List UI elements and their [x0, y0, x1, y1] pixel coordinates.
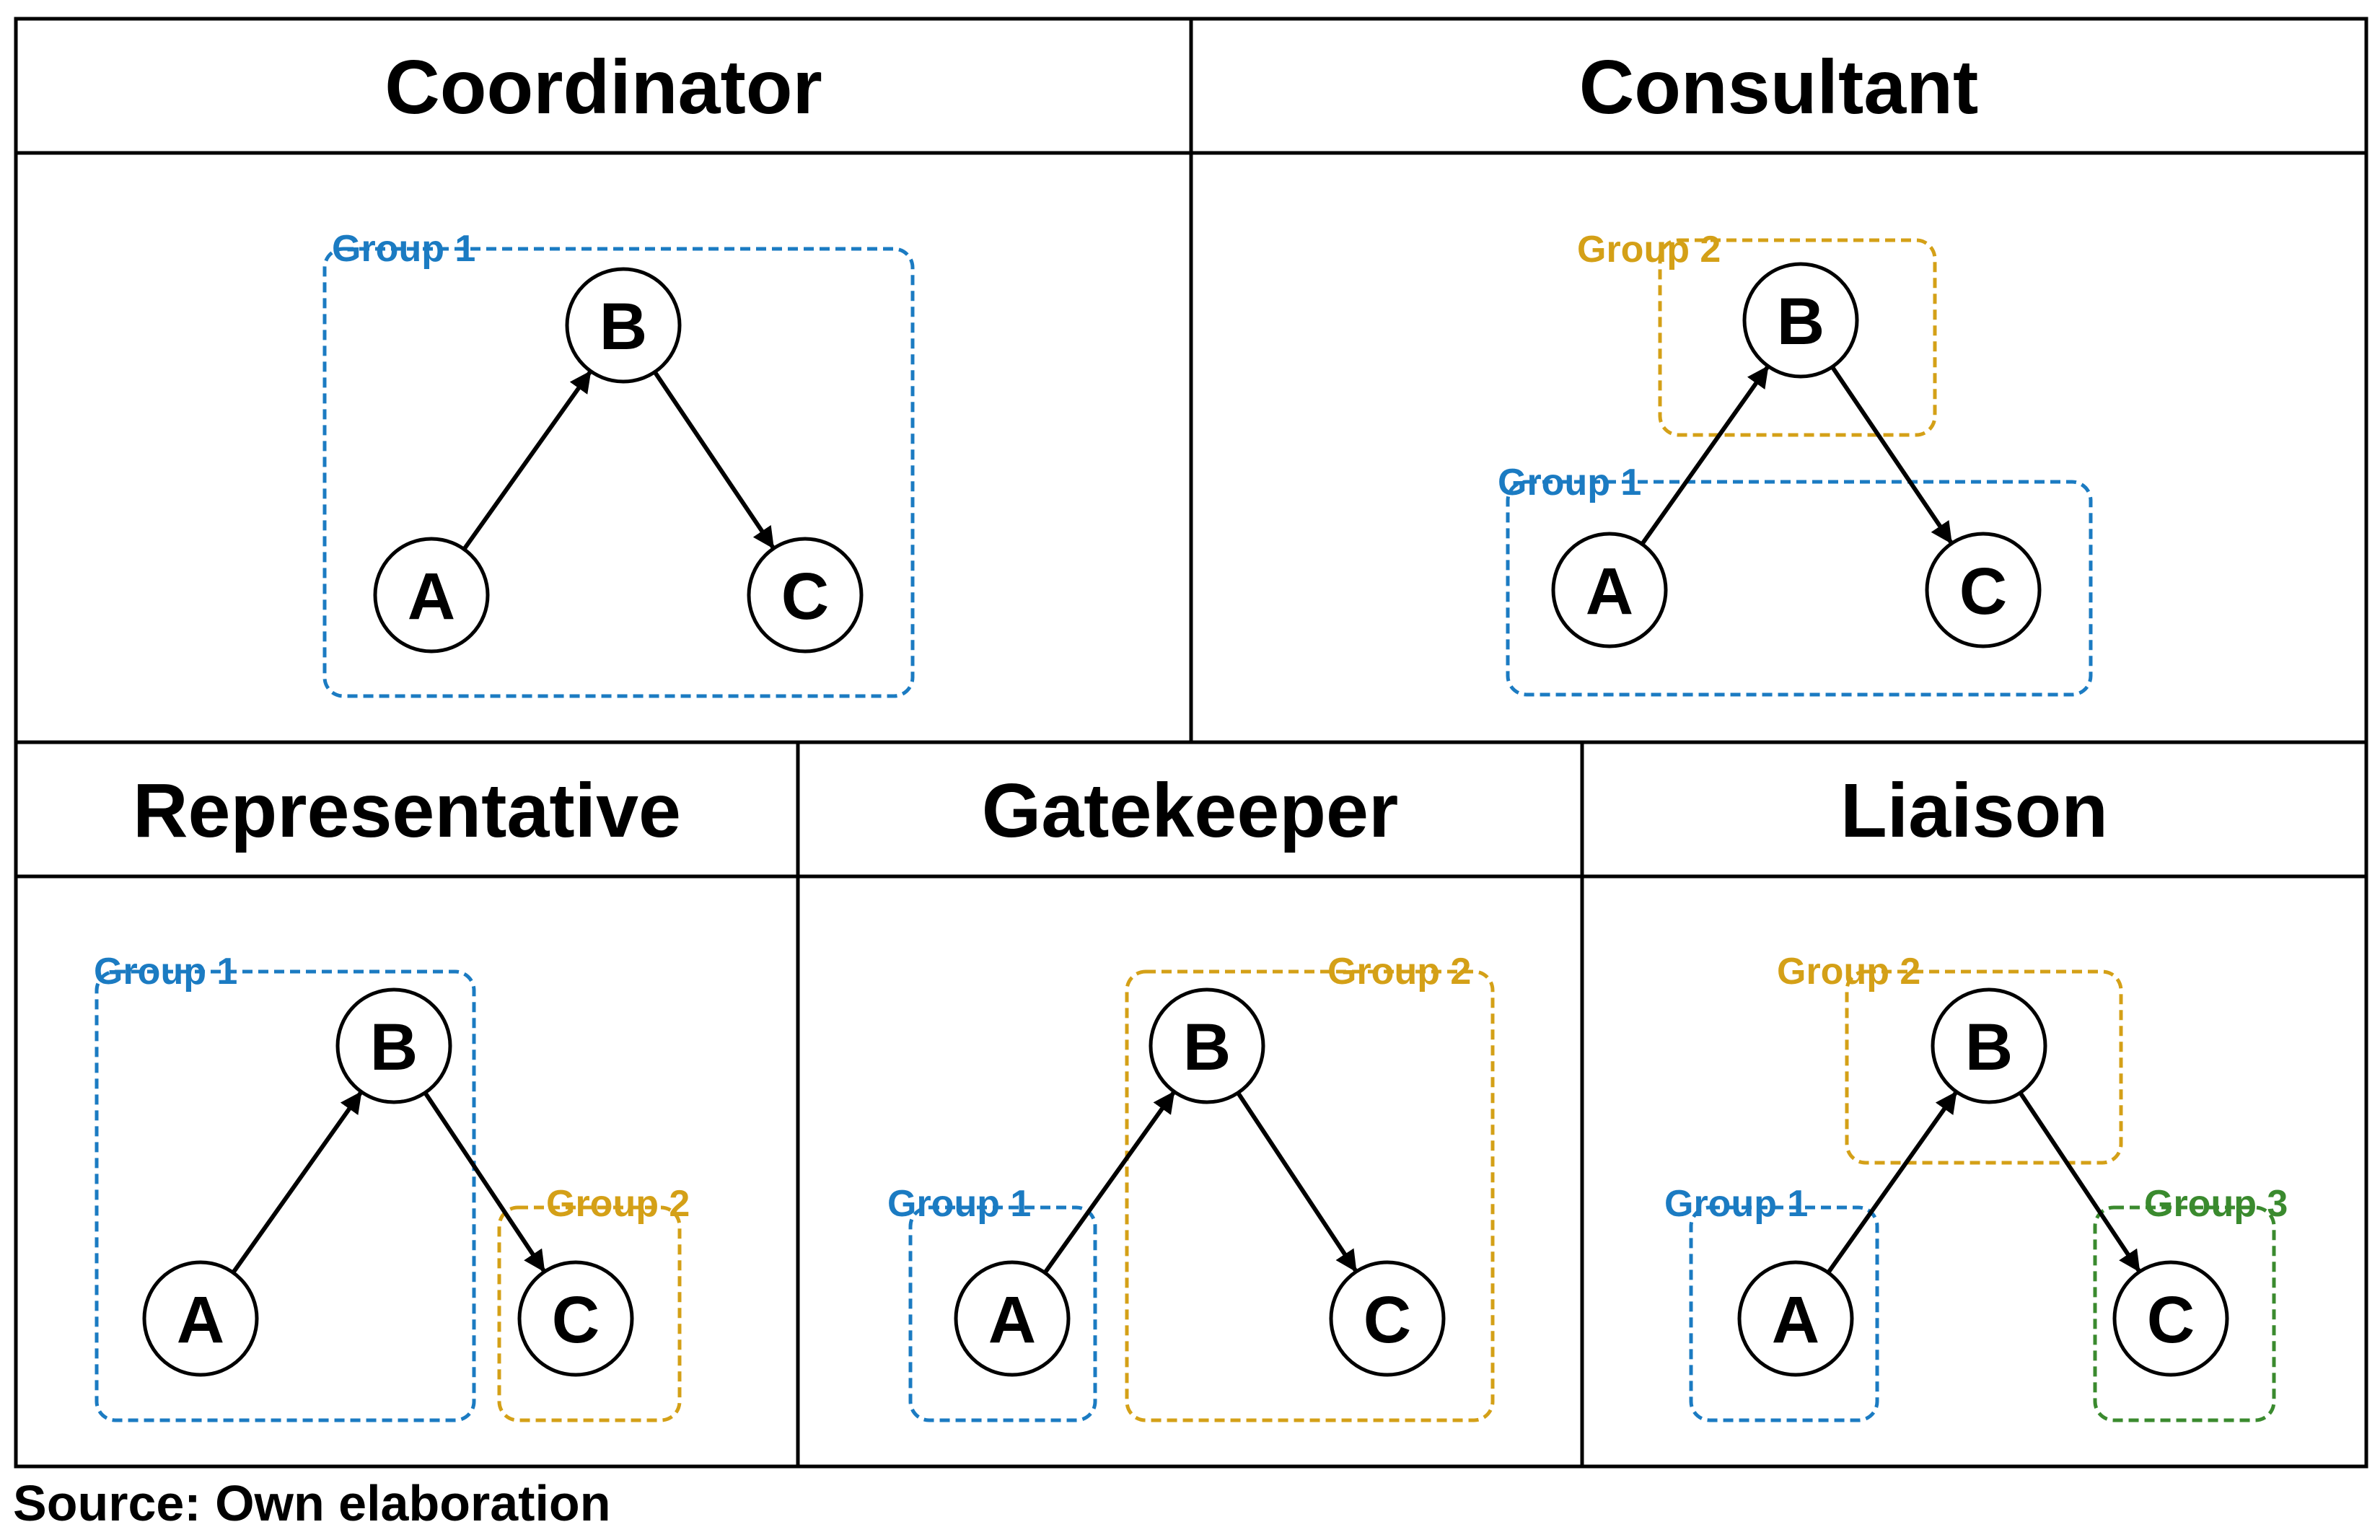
group-label: Group 1 — [332, 228, 475, 270]
panel-title: Liaison — [1840, 768, 2108, 853]
node-b-label: B — [370, 1011, 418, 1084]
node-b — [1742, 262, 1859, 379]
edge-B-C-arrow — [423, 1091, 546, 1272]
edge-A-B-arrow — [1042, 1091, 1175, 1275]
group-box-group3 — [2093, 1205, 2276, 1422]
group-box-group1 — [1506, 480, 2093, 697]
node-c — [747, 537, 864, 654]
node-c-label: C — [781, 560, 829, 633]
node-c-label: C — [552, 1283, 600, 1357]
node-b-label: B — [1183, 1011, 1231, 1084]
group-box-group1 — [95, 969, 476, 1422]
edge-A-B-arrow — [1826, 1091, 1958, 1275]
node-c — [2112, 1260, 2229, 1377]
edge-A-B-arrow — [1640, 365, 1770, 546]
node-b — [1931, 987, 2047, 1104]
edge-A-B-arrow — [462, 370, 592, 551]
group-box-group2 — [1658, 238, 1937, 437]
node-c-label: C — [1959, 555, 2007, 628]
node-b-label: B — [1777, 285, 1824, 358]
group-box-group1 — [908, 1205, 1097, 1422]
group-label: Group 2 — [1577, 229, 1721, 270]
node-c — [517, 1260, 634, 1377]
node-b-label: B — [1965, 1011, 2013, 1084]
node-a — [954, 1260, 1071, 1377]
node-b — [1149, 987, 1265, 1104]
panel-title: Gatekeeper — [982, 768, 1398, 853]
node-a-label: A — [1772, 1283, 1819, 1357]
liaison-frame — [1580, 740, 2368, 1469]
node-a — [373, 537, 490, 654]
node-a-label: A — [177, 1283, 224, 1357]
group-box-group2 — [497, 1205, 682, 1422]
group-label: Group 1 — [1498, 462, 1641, 503]
edge-A-B-arrow — [231, 1091, 363, 1275]
group-label: Group 3 — [2144, 1183, 2288, 1225]
group-label: Group 1 — [1664, 1183, 1808, 1225]
group-label: Group 1 — [94, 951, 237, 993]
edge-B-C-arrow — [1830, 365, 1953, 545]
source-note: Source: Own elaboration — [13, 1475, 610, 1531]
node-c-label: C — [2147, 1283, 2195, 1357]
panel-title: Representative — [133, 768, 681, 853]
node-c — [1329, 1260, 1446, 1377]
panel-title: Coordinator — [385, 45, 822, 130]
group-box-group1 — [322, 247, 915, 698]
edge-B-C-arrow — [653, 371, 775, 550]
group-label: Group 2 — [1327, 951, 1471, 993]
panel-frames — [14, 17, 2368, 1469]
group-label: Group 1 — [887, 1183, 1031, 1225]
node-b — [565, 267, 682, 384]
group-label: Group 2 — [546, 1183, 690, 1225]
node-a-label: A — [408, 560, 455, 633]
node-a-label: A — [988, 1283, 1036, 1357]
node-a — [142, 1260, 259, 1377]
panel-title: Consultant — [1579, 45, 1979, 130]
node-a — [1551, 532, 1668, 648]
group-box-group2 — [1125, 969, 1495, 1422]
node-b-label: B — [600, 290, 647, 364]
edge-B-C-arrow — [1236, 1091, 1358, 1272]
node-a-label: A — [1586, 555, 1633, 628]
edge-B-C-arrow — [2018, 1091, 2141, 1272]
node-a — [1737, 1260, 1854, 1377]
node-c-label: C — [1364, 1283, 1411, 1357]
node-c — [1925, 532, 2042, 648]
group-box-group2 — [1845, 969, 2123, 1165]
group-label: Group 2 — [1777, 951, 1920, 993]
node-b — [335, 987, 452, 1104]
